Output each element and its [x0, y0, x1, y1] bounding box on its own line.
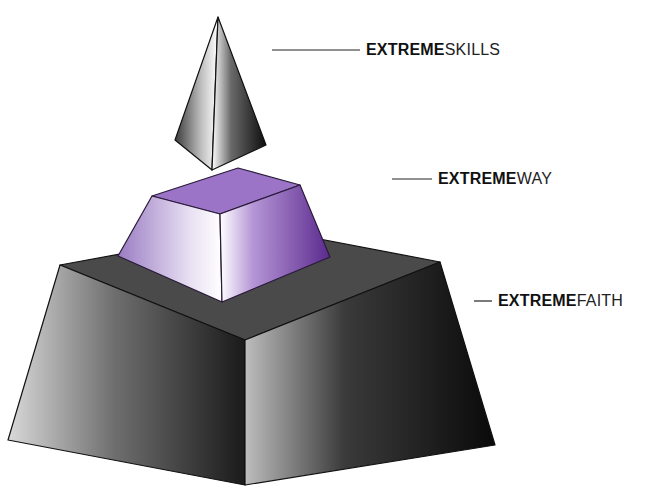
- label-word: FAITH: [577, 292, 623, 309]
- leader-line: [392, 178, 432, 179]
- label-emphasis: EXTREME: [366, 41, 445, 58]
- pyramid-middle: [118, 168, 330, 302]
- layer-label: EXTREMEFAITH: [498, 291, 623, 311]
- leader-line: [474, 300, 492, 301]
- label-word: SKILLS: [445, 41, 500, 58]
- pyramid-top: [175, 17, 266, 170]
- layer-label: EXTREMEWAY: [438, 169, 552, 189]
- label-emphasis: EXTREME: [438, 170, 517, 187]
- label-emphasis: EXTREME: [498, 292, 577, 309]
- leader-line: [272, 49, 360, 50]
- layer-label: EXTREMESKILLS: [366, 40, 500, 60]
- label-word: WAY: [517, 170, 552, 187]
